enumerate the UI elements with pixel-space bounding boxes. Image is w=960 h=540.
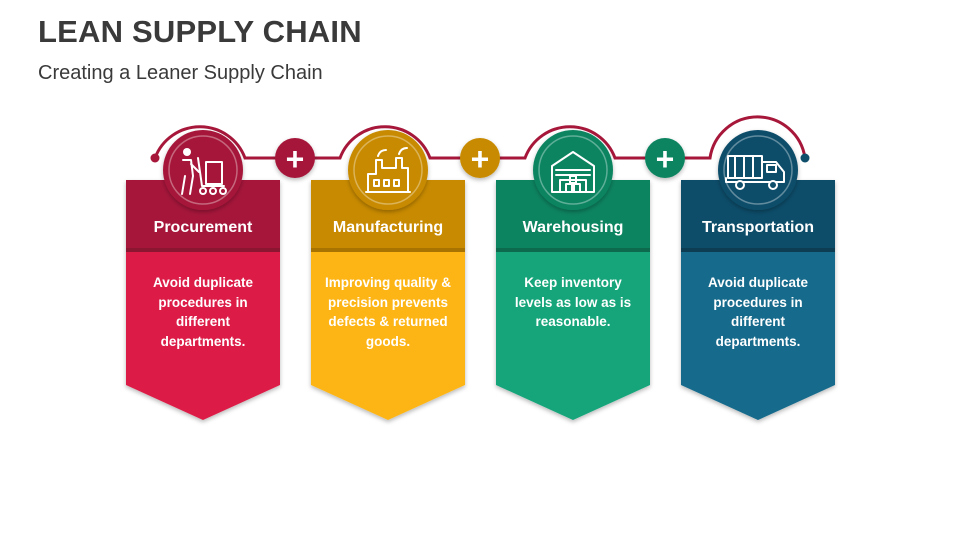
- connector-start-dot: [150, 153, 160, 163]
- step-card-transportation: [681, 180, 835, 420]
- factory-icon: [365, 147, 411, 193]
- step-text-transportation: Avoid duplicate procedures in different …: [707, 275, 808, 349]
- card-head-fold-procurement: [126, 248, 280, 252]
- step-text-warehousing: Keep inventory levels as low as is reaso…: [514, 275, 632, 329]
- plus-connector-1: +: [275, 138, 315, 178]
- plus-connector-2: +: [460, 138, 500, 178]
- connector-line: [153, 115, 807, 160]
- connector-end-dot: [800, 153, 810, 163]
- step-label-procurement: Procurement: [153, 219, 253, 236]
- step-label-warehousing: Warehousing: [522, 219, 624, 236]
- step-text-manufacturing: Improving quality & precision prevents d…: [324, 275, 451, 349]
- card-head-fold-manufacturing: [311, 248, 465, 252]
- plus-symbol-2: +: [471, 141, 490, 177]
- card-body-procurement: [126, 252, 280, 420]
- card-body-manufacturing: [311, 252, 465, 420]
- card-body-transportation: [681, 252, 835, 420]
- plus-symbol-3: +: [656, 141, 675, 177]
- step-label-manufacturing: Manufacturing: [332, 219, 444, 236]
- worker-hand-truck-icon: [181, 148, 227, 195]
- warehouse-icon: [551, 151, 595, 193]
- card-body-warehousing: [496, 252, 650, 420]
- page-subtitle: Creating a Leaner Supply Chain: [38, 62, 323, 84]
- icon-circle-transportation: [718, 130, 798, 210]
- step-text-procurement: Avoid duplicate procedures in different …: [152, 275, 253, 349]
- icon-circle-procurement: [163, 130, 243, 210]
- delivery-truck-icon: [725, 155, 785, 190]
- card-head-fold-warehousing: [496, 248, 650, 252]
- icon-circle-manufacturing: [348, 130, 428, 210]
- step-label-transportation: Transportation: [701, 219, 814, 236]
- page-title: LEAN SUPPLY CHAIN: [38, 14, 362, 49]
- plus-connector-3: +: [645, 138, 685, 178]
- card-head-fold-transportation: [681, 248, 835, 252]
- plus-symbol-1: +: [286, 141, 305, 177]
